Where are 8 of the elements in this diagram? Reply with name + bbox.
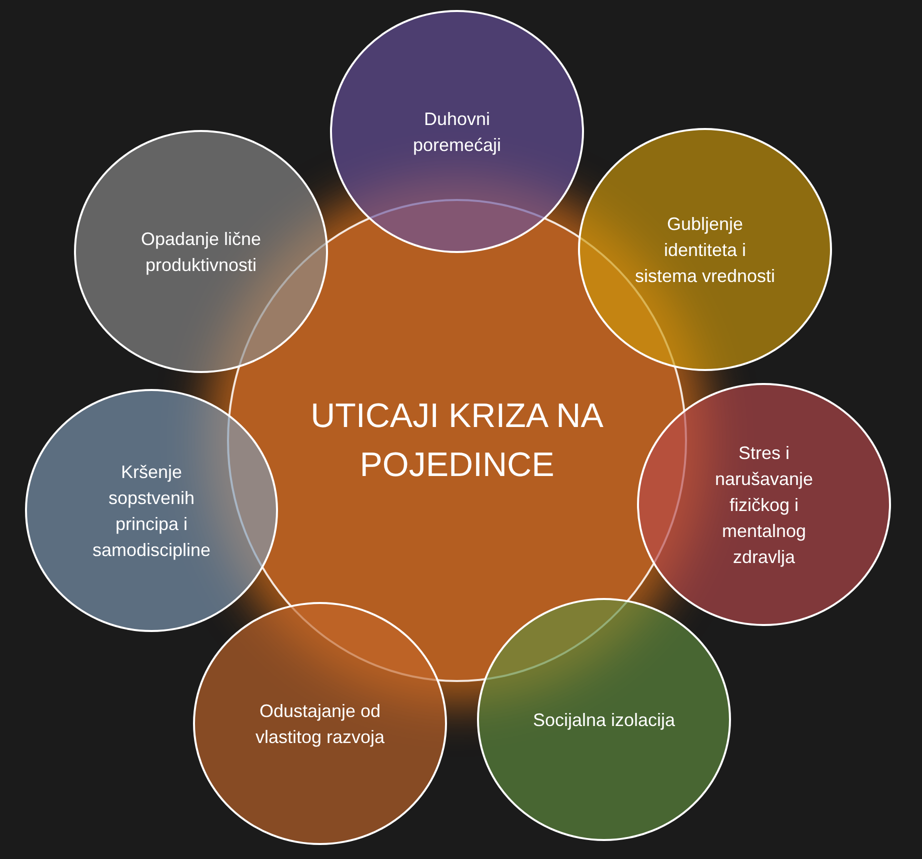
topic-label: Opadanje lične produktivnosti [140,228,262,277]
central-topic-label: UTICAJI KRIZA NA POJEDINCE [310,396,604,486]
topic-label: Socijalna izolacija [532,708,676,732]
topic-label: Kršenje sopstvenih principa i samodiscipline [91,460,212,562]
topic-label: Odustajanje od vlastitog razvoja [254,700,386,749]
topic-label: Gubljenje identiteta i sistema vrednosti [634,212,776,288]
topic-label: Duhovni poremećaji [412,108,502,157]
topic-label: Stres i narušavanje fizičkog i mentalnog zdravlja [714,442,814,569]
